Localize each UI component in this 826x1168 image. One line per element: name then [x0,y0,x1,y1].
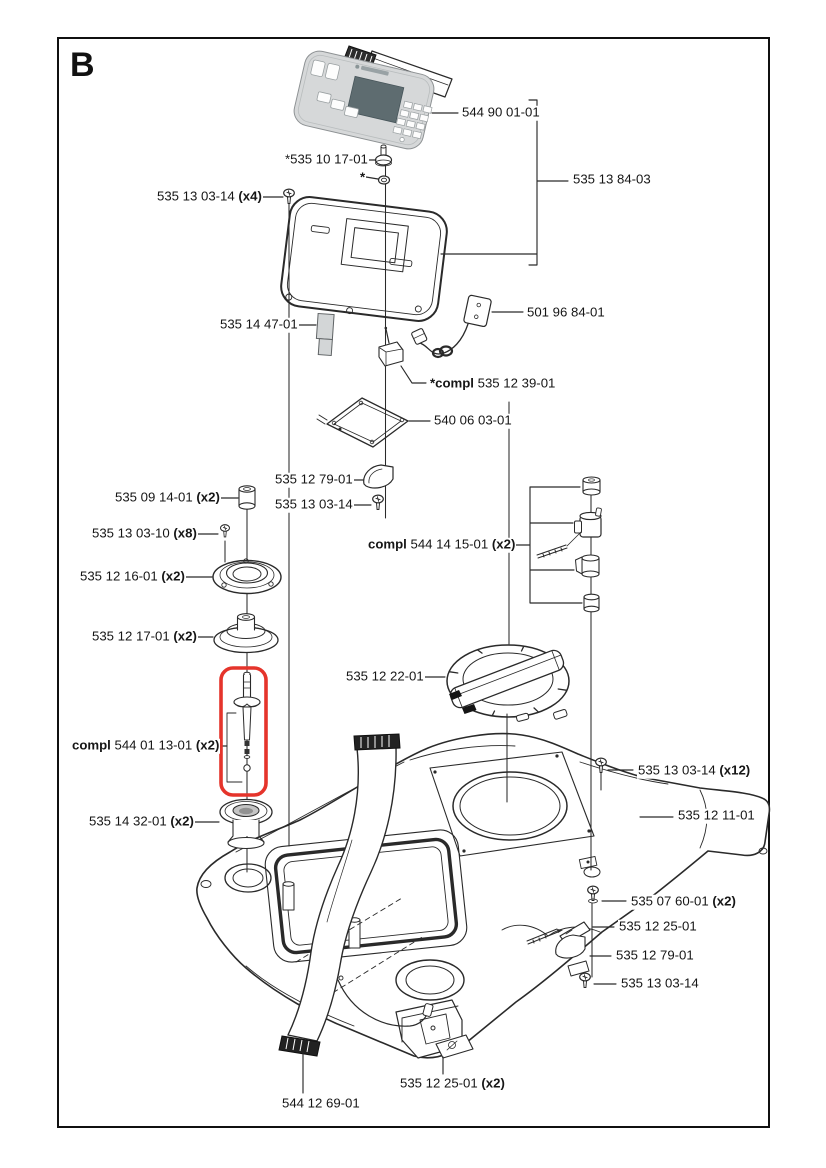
part-label-dial: 535 12 22-01 [345,668,425,685]
part-label-spacer: 535 09 14-01 (x2) [114,489,221,506]
antenna-art [226,671,261,783]
part-label-clip-upper: 535 12 79-01 [274,471,354,488]
cover-art [280,196,448,322]
part-label-chassis-body: 535 12 11-01 [677,807,756,824]
part-label-plate: 535 12 25-01 [618,918,698,935]
screw-mid-art [372,494,384,511]
page-border [57,37,770,1128]
section-letter: B [70,46,95,84]
pcb-art [316,397,409,448]
screw-x8-art [219,524,231,538]
part-label-grommet: 535 14 32-01 (x2) [88,813,195,830]
part-label-foam-pad: 535 14 47-01 [219,316,299,333]
dial-art [446,644,570,722]
red-highlight-box [219,666,268,797]
spacer-art [238,485,256,510]
part-label-seal-ring: 535 12 16-01 (x2) [79,568,186,585]
washer-art [377,175,391,185]
part-label-screw-bottom: 535 13 03-14 [620,975,700,992]
cone-art [213,613,279,654]
screw-x4-art [283,188,295,205]
leader-lines [182,99,674,1094]
part-label-cone: 535 12 17-01 (x2) [91,628,198,645]
clip-upper-art [363,464,394,489]
part-label-pcb: 540 06 03-01 [433,412,513,429]
part-label-clip-lower: 535 12 79-01 [615,947,695,964]
part-label-washer-star: * [359,169,367,186]
screw-bottom-art [579,972,591,989]
cable-bracket-art [411,294,492,359]
hinge-set-art [536,476,602,613]
part-label-screw-x12: 535 13 03-14 (x12) [637,762,752,779]
plug-art [374,144,393,167]
keypad-art [293,45,453,150]
part-label-ribbon-cable: 544 12 69-01 [281,1095,361,1112]
part-label-screw-x4: 535 13 03-14 (x4) [156,188,263,205]
part-label-screw-mid: 535 13 03-14 [274,496,354,513]
grommet-art [219,798,273,850]
part-label-hinge-set: compl 544 14 15-01 (x2) [367,536,517,553]
part-label-screw-x8: 535 13 03-10 (x8) [91,525,198,542]
sticker-part [435,1034,474,1059]
switch-art [378,326,404,367]
part-label-cable-bracket: 501 96 84-01 [526,304,606,321]
foam-pad-art [315,312,335,357]
part-label-cover-assembly: 535 13 84-03 [572,171,652,188]
part-label-keypad: 544 90 01-01 [461,104,541,121]
part-label-screw-0760: 535 07 60-01 (x2) [630,893,737,910]
seal-ring-art [212,558,282,595]
part-label-plug: *535 10 17-01 [284,151,369,168]
part-label-antenna: compl 544 01 13-01 (x2) [71,737,221,754]
part-label-switch: *compl 535 12 39-01 [429,375,557,392]
ribbon-cable-band [287,746,397,1042]
chassis-art [196,732,771,1059]
part-label-sticker: 535 12 25-01 (x2) [399,1075,506,1092]
